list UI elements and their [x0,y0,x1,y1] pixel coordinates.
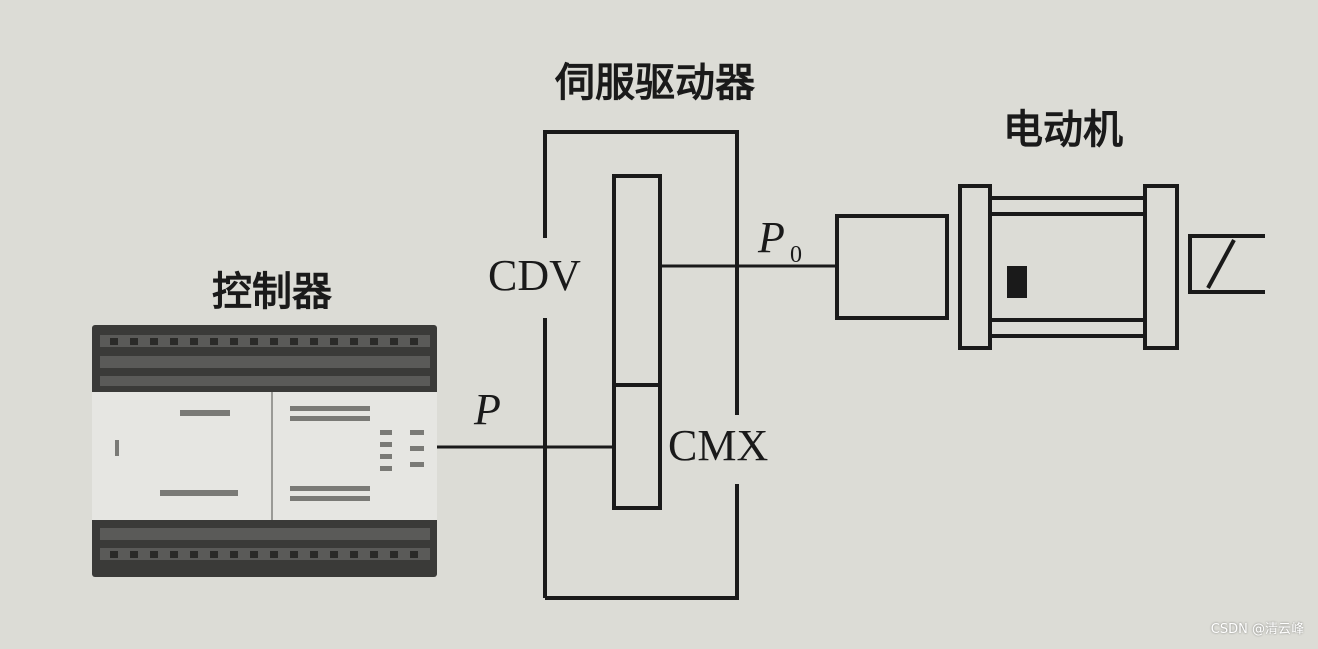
plc-controller [92,325,437,577]
plc-panel-markings [115,406,424,501]
cdv-label: CDV [488,251,581,300]
signal-lines [432,264,837,449]
plc-bottom-terminals [100,528,430,560]
motor-shaft [1188,234,1265,294]
controller-title: 控制器 [212,269,333,315]
motor-nameplate [1007,266,1027,298]
plc-screws [110,338,418,558]
servo-driver-title: 伺服驱动器 [554,60,756,106]
driver-inner-block [612,174,662,510]
motor-left-flange [958,184,992,350]
motor-title: 电动机 [1003,107,1123,153]
driver-frame-bottom [545,484,739,600]
servo-driver-frame [543,130,739,600]
shaft-outline [1188,234,1265,294]
cmx-label: CMX [668,421,768,470]
output-pulse-label: P 0 [757,213,802,268]
motor-inner-body [988,212,1147,322]
motor-drawing [958,184,1179,350]
plc-front-panel [92,392,437,520]
input-pulse-label: P [473,385,501,434]
plc-top-terminals [100,335,430,386]
output-pulse-subscript: 0 [790,242,802,268]
encoder-box [835,214,949,320]
shaft-keyway [1206,239,1236,289]
output-pulse-main: P [757,213,785,262]
watermark-text: CSDN @清云峰 [1210,622,1304,637]
inner-bar [612,174,662,510]
driver-frame-top [543,130,739,415]
motor-right-flange [1143,184,1179,350]
